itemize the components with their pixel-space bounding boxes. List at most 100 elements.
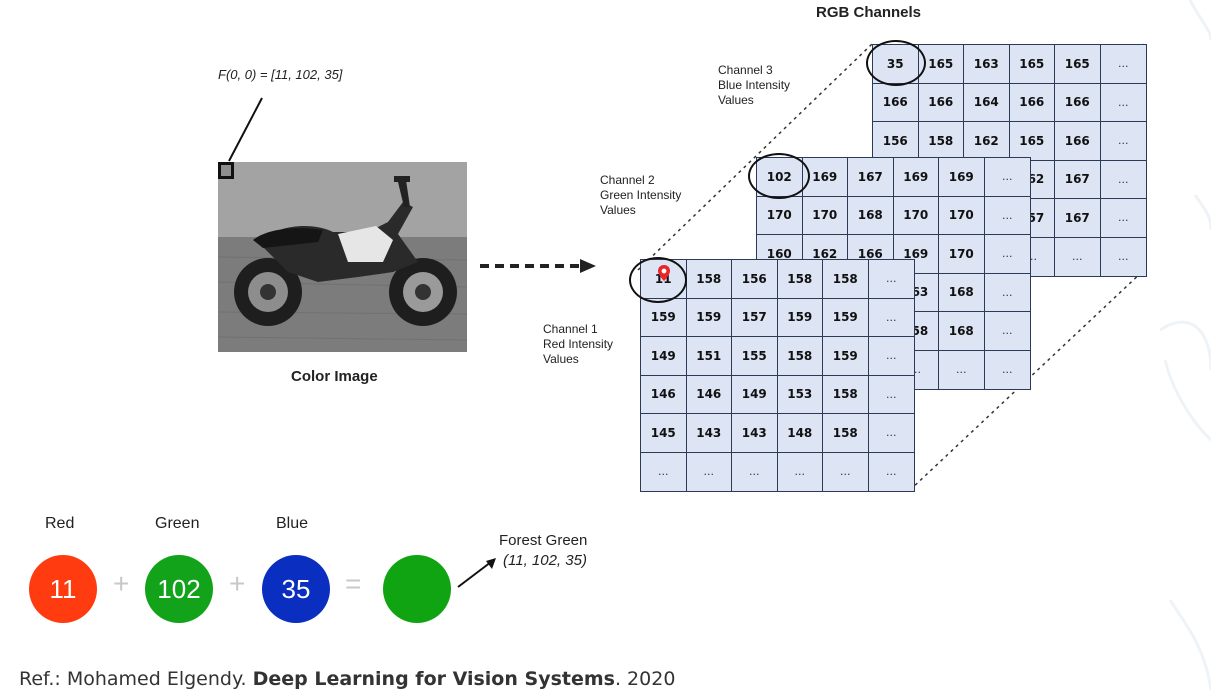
reference-prefix: Ref.: Mohamed Elgendy.: [19, 668, 253, 690]
green-grid-cell: 170: [757, 196, 803, 235]
pixel-formula: F(0, 0) = [11, 102, 35]: [218, 67, 343, 82]
result-color-name: Forest Green: [499, 532, 588, 549]
image-caption: Color Image: [291, 368, 378, 385]
blue-grid-cell: 166: [873, 83, 919, 122]
red-grid-cell: 156: [732, 260, 778, 299]
blue-label: Blue: [276, 515, 309, 532]
green-grid-cell: ...: [984, 350, 1030, 389]
motorcycle-photo: [218, 162, 467, 352]
green-grid-cell: 170: [939, 235, 985, 274]
blue-grid-cell: 166: [1009, 83, 1055, 122]
red-grid-cell: 149: [732, 375, 778, 414]
green-grid-cell: ...: [939, 350, 985, 389]
green-grid-cell: 170: [939, 196, 985, 235]
red-grid-cell: 158: [686, 260, 732, 299]
result-color-circle: [383, 555, 451, 623]
red-grid-cell: ...: [868, 298, 914, 337]
red-grid-cell: ...: [777, 452, 823, 491]
blue-grid-cell: 158: [918, 122, 964, 161]
red-grid-cell: 159: [823, 298, 869, 337]
green-grid-cell: ...: [984, 235, 1030, 274]
plus-sign: +: [113, 568, 130, 599]
red-grid-cell: ...: [641, 452, 687, 491]
blue-grid-cell: ...: [1100, 122, 1146, 161]
red-grid-cell: ...: [868, 337, 914, 376]
pixel-marker: [218, 162, 234, 179]
red-grid-cell: 143: [732, 414, 778, 453]
blue-grid-cell: 165: [1009, 122, 1055, 161]
blue-grid-cell: 167: [1055, 160, 1101, 199]
green-grid-cell: 167: [848, 158, 894, 197]
red-grid-cell: 155: [732, 337, 778, 376]
blue-grid-cell: 165: [918, 45, 964, 84]
red-grid-cell: 158: [777, 260, 823, 299]
red-grid-cell: ...: [868, 414, 914, 453]
red-grid-cell: 153: [777, 375, 823, 414]
green-grid-cell: 170: [802, 196, 848, 235]
red-grid-cell: ...: [732, 452, 778, 491]
red-grid-cell: ...: [868, 452, 914, 491]
blue-grid-cell: ...: [1055, 237, 1101, 276]
green-grid-cell: 169: [802, 158, 848, 197]
red-channel-grid: 11158156158158...159159157159159...14915…: [640, 259, 915, 492]
rgb-channels-title: RGB Channels: [816, 4, 922, 21]
red-grid-cell: 146: [686, 375, 732, 414]
red-grid-cell: ...: [868, 375, 914, 414]
green-value-circle: 102: [145, 555, 213, 623]
red-grid-cell: 143: [686, 414, 732, 453]
red-grid-cell: 158: [823, 414, 869, 453]
green-label: Green: [155, 515, 200, 532]
green-grid-cell: ...: [984, 158, 1030, 197]
green-grid-cell: ...: [984, 312, 1030, 351]
blue-grid-cell: ...: [1100, 237, 1146, 276]
red-grid-cell: 146: [641, 375, 687, 414]
red-grid-cell: ...: [823, 452, 869, 491]
red-grid-cell: ...: [868, 260, 914, 299]
channel-3-label: Channel 3 Blue Intensity Values: [718, 63, 791, 107]
blue-pixel-highlight: [866, 40, 926, 86]
location-pin-icon: [658, 265, 670, 281]
result-color-value: (11, 102, 35): [503, 552, 587, 569]
green-grid-cell: 170: [893, 196, 939, 235]
red-grid-cell: 158: [823, 375, 869, 414]
blue-grid-cell: 162: [964, 122, 1010, 161]
red-grid-cell: 157: [732, 298, 778, 337]
blue-grid-cell: 165: [1009, 45, 1055, 84]
blue-grid-cell: 164: [964, 83, 1010, 122]
red-pixel-highlight: [629, 257, 687, 303]
red-grid-cell: ...: [686, 452, 732, 491]
blue-grid-cell: ...: [1100, 45, 1146, 84]
green-pixel-highlight: [748, 153, 810, 199]
red-grid-cell: 159: [777, 298, 823, 337]
red-grid-cell: 158: [823, 260, 869, 299]
red-grid-cell: 158: [777, 337, 823, 376]
green-grid-cell: 168: [939, 312, 985, 351]
blue-value-circle: 35: [262, 555, 330, 623]
green-grid-cell: ...: [984, 273, 1030, 312]
red-grid-cell: 159: [823, 337, 869, 376]
blue-grid-cell: 167: [1055, 199, 1101, 238]
red-grid-cell: 159: [686, 298, 732, 337]
plus-sign: +: [229, 568, 246, 599]
blue-grid-cell: ...: [1100, 160, 1146, 199]
red-label: Red: [45, 515, 75, 532]
reference-citation: Ref.: Mohamed Elgendy. Deep Learning for…: [19, 668, 675, 690]
blue-grid-cell: 166: [1055, 122, 1101, 161]
red-grid-cell: 159: [641, 298, 687, 337]
red-grid-cell: 149: [641, 337, 687, 376]
reference-book-title: Deep Learning for Vision Systems: [252, 668, 615, 690]
blue-grid-cell: 163: [964, 45, 1010, 84]
blue-grid-cell: ...: [1100, 199, 1146, 238]
blue-grid-cell: 166: [918, 83, 964, 122]
red-grid-cell: 151: [686, 337, 732, 376]
equals-sign: =: [345, 568, 362, 599]
red-grid-cell: 145: [641, 414, 687, 453]
channel-1-label: Channel 1 Red Intensity Values: [543, 322, 614, 366]
green-grid-cell: ...: [984, 196, 1030, 235]
blue-grid-cell: 165: [1055, 45, 1101, 84]
green-grid-cell: 168: [848, 196, 894, 235]
blue-grid-cell: 166: [1055, 83, 1101, 122]
green-grid-cell: 168: [939, 273, 985, 312]
red-value-circle: 11: [29, 555, 97, 623]
reference-suffix: . 2020: [614, 668, 676, 690]
